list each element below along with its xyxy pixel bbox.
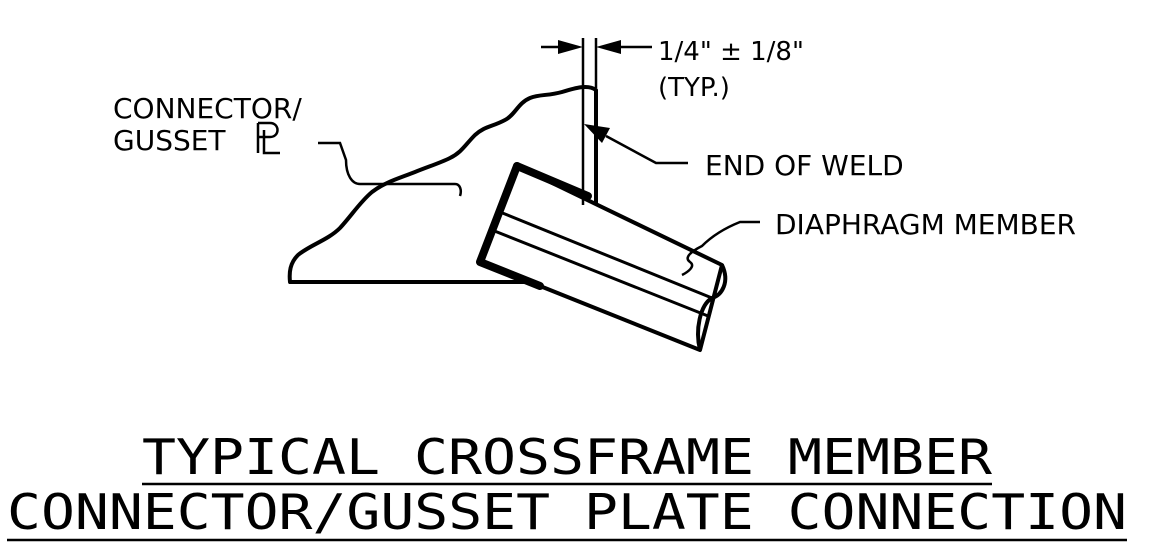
weld-bead-top [513, 162, 592, 200]
dimension-typ-text: (TYP.) [658, 73, 730, 103]
title-line-1: TYPICAL CROSSFRAME MEMBER [142, 429, 993, 486]
diaphragm-member-label: DIAPHRAGM MEMBER [775, 208, 1076, 241]
dimension-arrow-left [558, 40, 583, 54]
end-of-weld-arrow [584, 124, 610, 143]
dimension-text: 1/4" ± 1/8" [658, 37, 804, 67]
diaphragm-leg-line-1 [499, 210, 713, 300]
diaphragm-member-leader [681, 220, 760, 277]
connector-gusset-leader [318, 141, 463, 197]
end-of-weld-label: END OF WELD [705, 149, 904, 182]
connector-label-line2: GUSSET [113, 124, 226, 157]
plate-symbol-icon [256, 121, 280, 155]
weld-bead-end [476, 162, 544, 290]
dimension-arrow-right [596, 40, 621, 54]
diaphragm-break-line [696, 264, 728, 351]
diaphragm-member-outline [478, 164, 724, 352]
gusset-plate-outline [287, 84, 598, 284]
title-line-2: CONNECTOR/GUSSET PLATE CONNECTION [7, 484, 1127, 541]
diaphragm-leg-line-2 [491, 228, 709, 318]
connector-label-line1: CONNECTOR/ [113, 92, 302, 125]
end-of-weld-leader [605, 134, 688, 165]
